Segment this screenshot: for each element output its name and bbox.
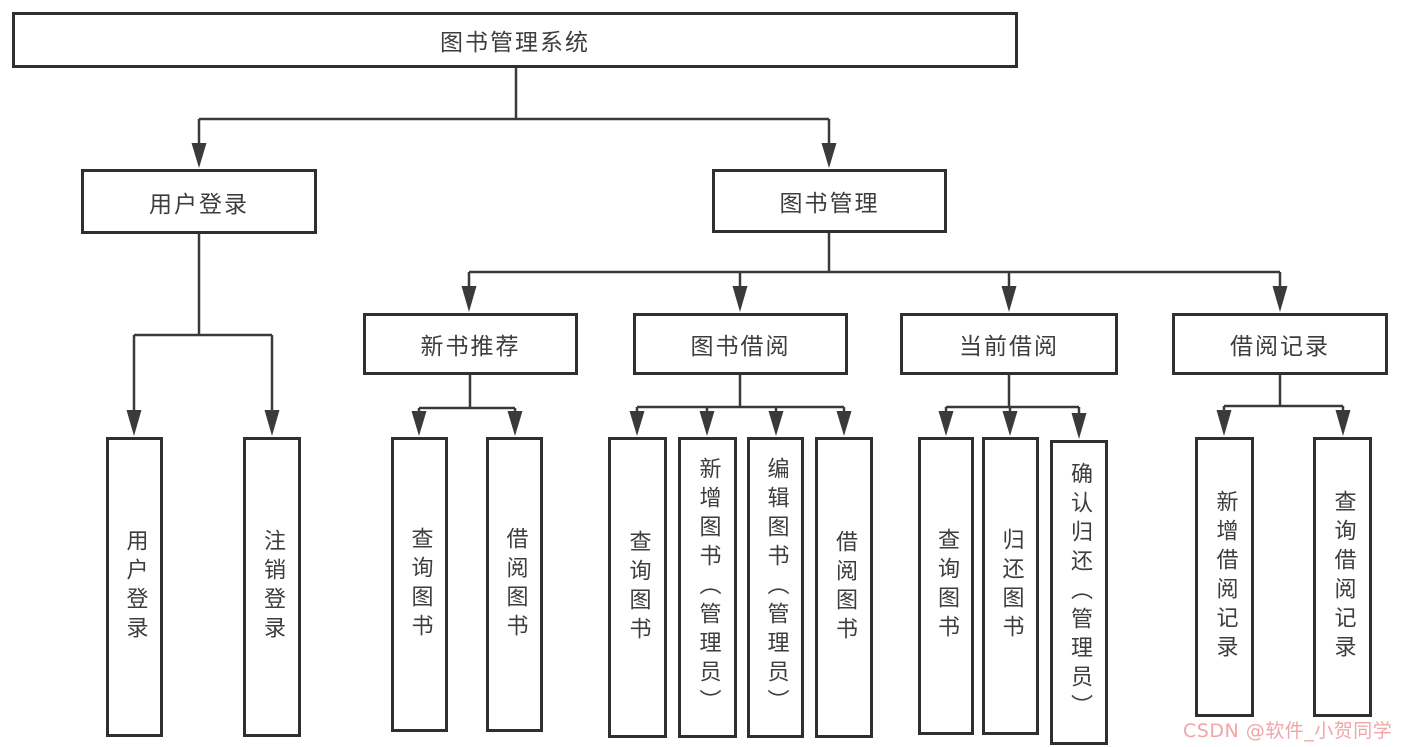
leaf-query-book-2: 查询图书 — [608, 437, 667, 738]
leaf-borrow-book-1: 借阅图书 — [486, 437, 543, 732]
leaf-query-record: 查询借阅记录 — [1313, 437, 1372, 717]
leaf-return-book: 归还图书 — [982, 437, 1039, 735]
node-book-borrow: 图书借阅 — [633, 313, 848, 375]
leaf-return-book-label: 归还图书 — [998, 528, 1024, 644]
node-borrow-records: 借阅记录 — [1172, 313, 1388, 375]
leaf-add-book-label: 新增图书（管理员） — [695, 457, 721, 718]
leaf-borrow-book-2-label: 借阅图书 — [832, 529, 857, 646]
leaf-logout: 注销登录 — [243, 437, 301, 737]
node-new-book-rec: 新书推荐 — [363, 313, 578, 375]
leaf-add-record-label: 新增借阅记录 — [1212, 490, 1238, 664]
leaf-query-book-2-label: 查询图书 — [625, 529, 651, 646]
node-borrow-records-label: 借阅记录 — [1230, 334, 1330, 360]
leaf-borrow-book-1-label: 借阅图书 — [502, 526, 528, 643]
leaf-confirm-return-label: 确认归还（管理员） — [1067, 462, 1092, 723]
csdn-watermark: CSDN @软件_小贺同学 — [1183, 720, 1393, 742]
node-book-borrow-label: 图书借阅 — [690, 334, 791, 360]
node-book-mgmt: 图书管理 — [712, 169, 947, 233]
leaf-user-login: 用户登录 — [106, 437, 163, 737]
node-new-book-rec-label: 新书推荐 — [420, 334, 521, 360]
node-user-login: 用户登录 — [81, 169, 317, 234]
leaf-query-book-1: 查询图书 — [391, 437, 448, 732]
node-user-login-label: 用户登录 — [149, 191, 249, 218]
leaf-query-record-label: 查询借阅记录 — [1330, 490, 1356, 664]
leaf-confirm-return: 确认归还（管理员） — [1050, 440, 1108, 745]
leaf-query-book-3: 查询图书 — [918, 437, 974, 735]
leaf-user-login-label: 用户登录 — [122, 529, 148, 645]
leaf-add-record: 新增借阅记录 — [1195, 437, 1254, 717]
leaf-query-book-3-label: 查询图书 — [934, 528, 959, 644]
node-root-label: 图书管理系统 — [440, 30, 590, 56]
leaf-logout-label: 注销登录 — [260, 529, 285, 645]
node-current-borrow: 当前借阅 — [900, 313, 1118, 375]
node-current-borrow-label: 当前借阅 — [959, 334, 1059, 360]
leaf-query-book-1-label: 查询图书 — [407, 526, 433, 643]
leaf-edit-book-label: 编辑图书（管理员） — [763, 457, 789, 718]
leaf-edit-book: 编辑图书（管理员） — [747, 437, 804, 738]
node-root: 图书管理系统 — [12, 12, 1018, 68]
leaf-add-book: 新增图书（管理员） — [678, 437, 737, 738]
node-book-mgmt-label: 图书管理 — [779, 191, 880, 217]
leaf-borrow-book-2: 借阅图书 — [815, 437, 873, 738]
